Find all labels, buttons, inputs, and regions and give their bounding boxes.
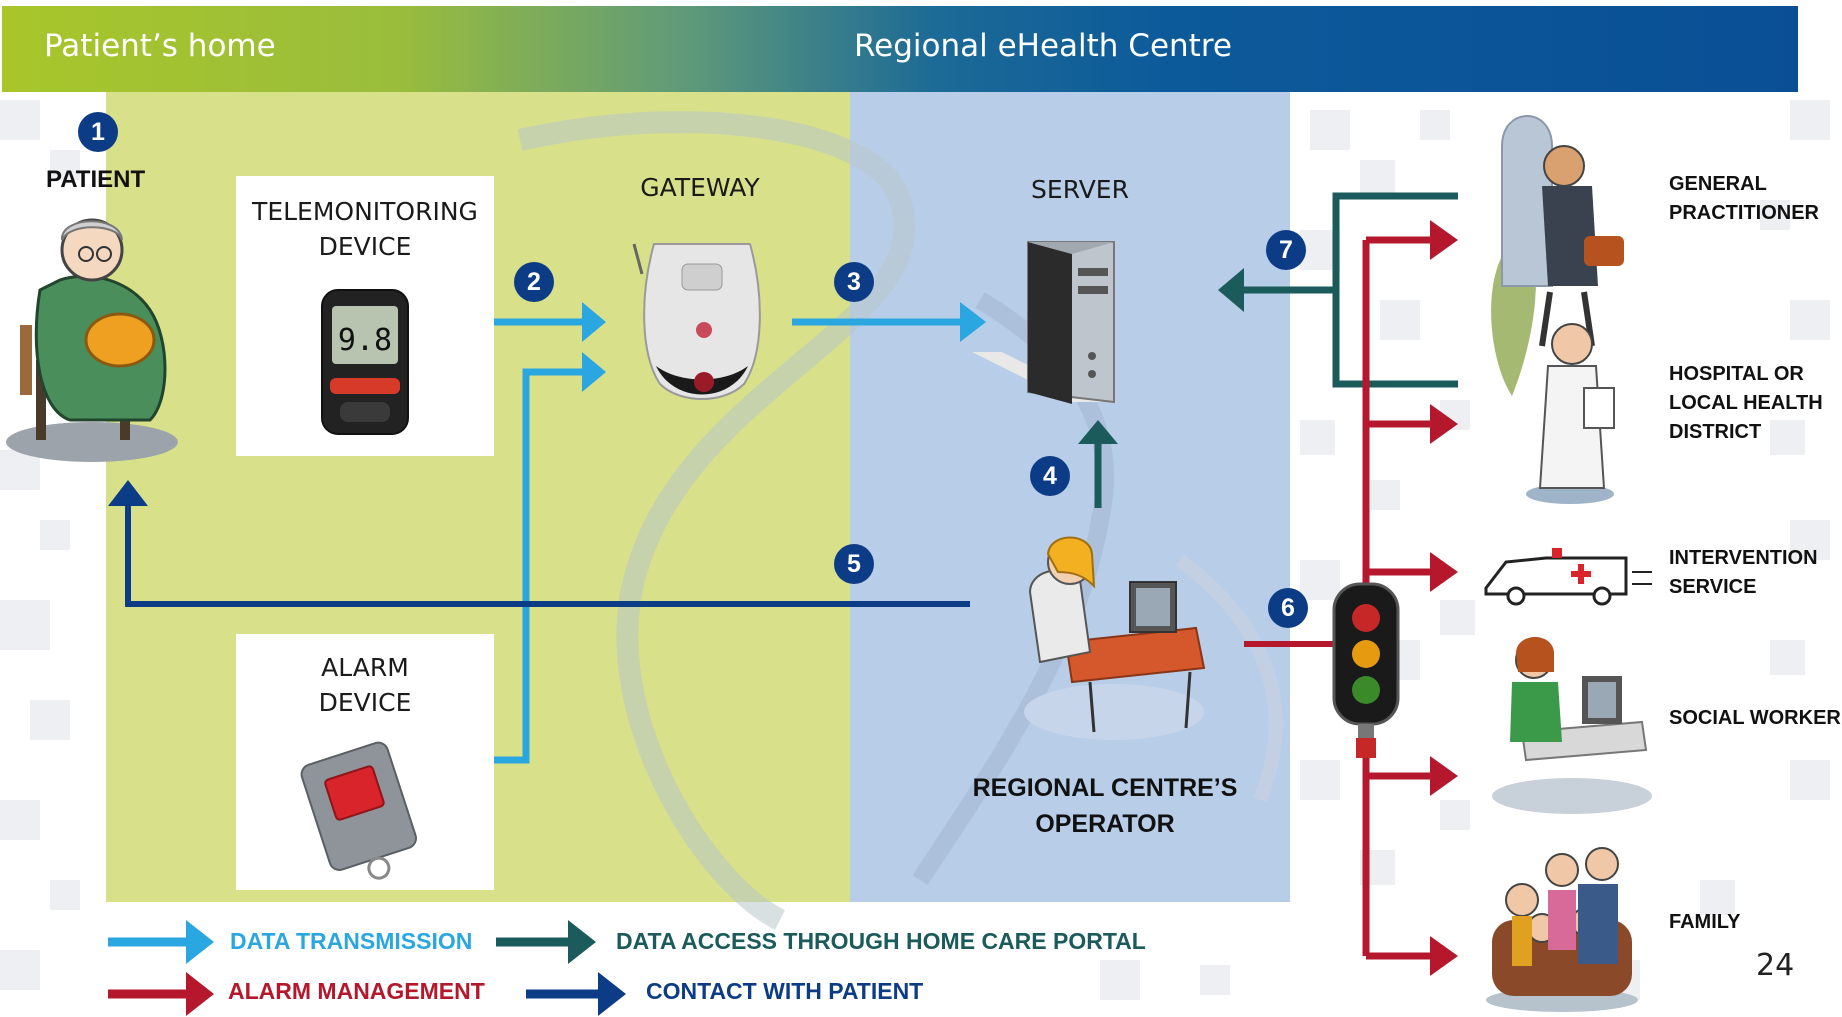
social-worker-illustration [1492,637,1652,814]
family-illustration [1486,847,1638,1012]
gateway-icon [632,243,761,400]
legend-data-access: DATA ACCESS THROUGH HOME CARE PORTAL [616,928,1146,954]
header-right-title: Regional eHealth Centre [854,28,1232,64]
role-hospital-line3: DISTRICT [1669,421,1762,443]
role-social-worker: SOCIAL WORKER [1669,704,1841,733]
page-number: 24 [1756,948,1795,983]
ehealth-centre-zone [850,92,1290,902]
step-2-badge: 2 [514,262,554,302]
role-gp-line1: GENERAL [1669,173,1767,195]
glucometer-screen-value: 9.8 [338,323,392,358]
operator-label: REGIONAL CENTRE’S OPERATOR [940,770,1270,842]
step-4-badge: 4 [1030,456,1070,496]
traffic-light-icon [1332,582,1400,758]
role-gp-line2: PRACTITIONER [1669,202,1819,224]
patient-illustration [6,218,178,462]
alarm-device-card: ALARM DEVICE [236,634,494,890]
step-3-badge: 3 [834,262,874,302]
server-label: SERVER [1031,175,1129,204]
server-icon [972,241,1115,404]
role-intervention-line2: SERVICE [1669,576,1757,598]
role-intervention-service: INTERVENTION SERVICE [1669,544,1818,602]
alarm-label-line1: ALARM [321,653,409,682]
step-6-badge: 6 [1268,588,1308,628]
telemonitoring-label-line1: TELEMONITORING [252,197,478,226]
role-hospital: HOSPITAL OR LOCAL HEALTH DISTRICT [1669,360,1823,447]
general-practitioner-illustration [1491,115,1624,396]
telemonitoring-label-line2: DEVICE [318,232,412,261]
legend-alarm-management: ALARM MANAGEMENT [228,978,485,1004]
step-1-badge: 1 [78,112,118,152]
role-hospital-line2: LOCAL HEALTH [1669,392,1823,414]
role-general-practitioner: GENERAL PRACTITIONER [1669,170,1819,228]
alarm-pendant-icon [300,741,417,880]
role-family: FAMILY [1669,908,1741,937]
alarm-label-line2: DEVICE [318,688,412,717]
operator-label-line1: REGIONAL CENTRE’S [972,774,1238,802]
header-left-title: Patient’s home [44,28,276,64]
telemonitoring-device-card: TELEMONITORING DEVICE 9.8 [236,176,494,456]
glucometer-icon: 9.8 [321,289,409,435]
operator-label-line2: OPERATOR [1035,810,1175,838]
role-intervention-line1: INTERVENTION [1669,547,1818,569]
role-family-line1: FAMILY [1669,911,1741,933]
operator-illustration [1024,536,1206,740]
arrow-alarm-to-gateway [494,368,588,764]
arrow-5-operator-to-patient [125,500,970,607]
patient-label: PATIENT [46,166,146,193]
legend-contact-patient: CONTACT WITH PATIENT [646,978,924,1004]
legend-data-transmission: DATA TRANSMISSION [230,928,473,954]
ambulance-illustration [1484,548,1652,606]
hospital-doctor-illustration [1526,323,1615,504]
role-social-line1: SOCIAL WORKER [1669,707,1841,729]
header-banner: Patient’s home Regional eHealth Centre [2,6,1798,92]
step-5-badge: 5 [834,544,874,584]
role-hospital-line1: HOSPITAL OR [1669,363,1804,385]
gateway-label: GATEWAY [640,173,760,202]
step-7-badge: 7 [1266,230,1306,270]
